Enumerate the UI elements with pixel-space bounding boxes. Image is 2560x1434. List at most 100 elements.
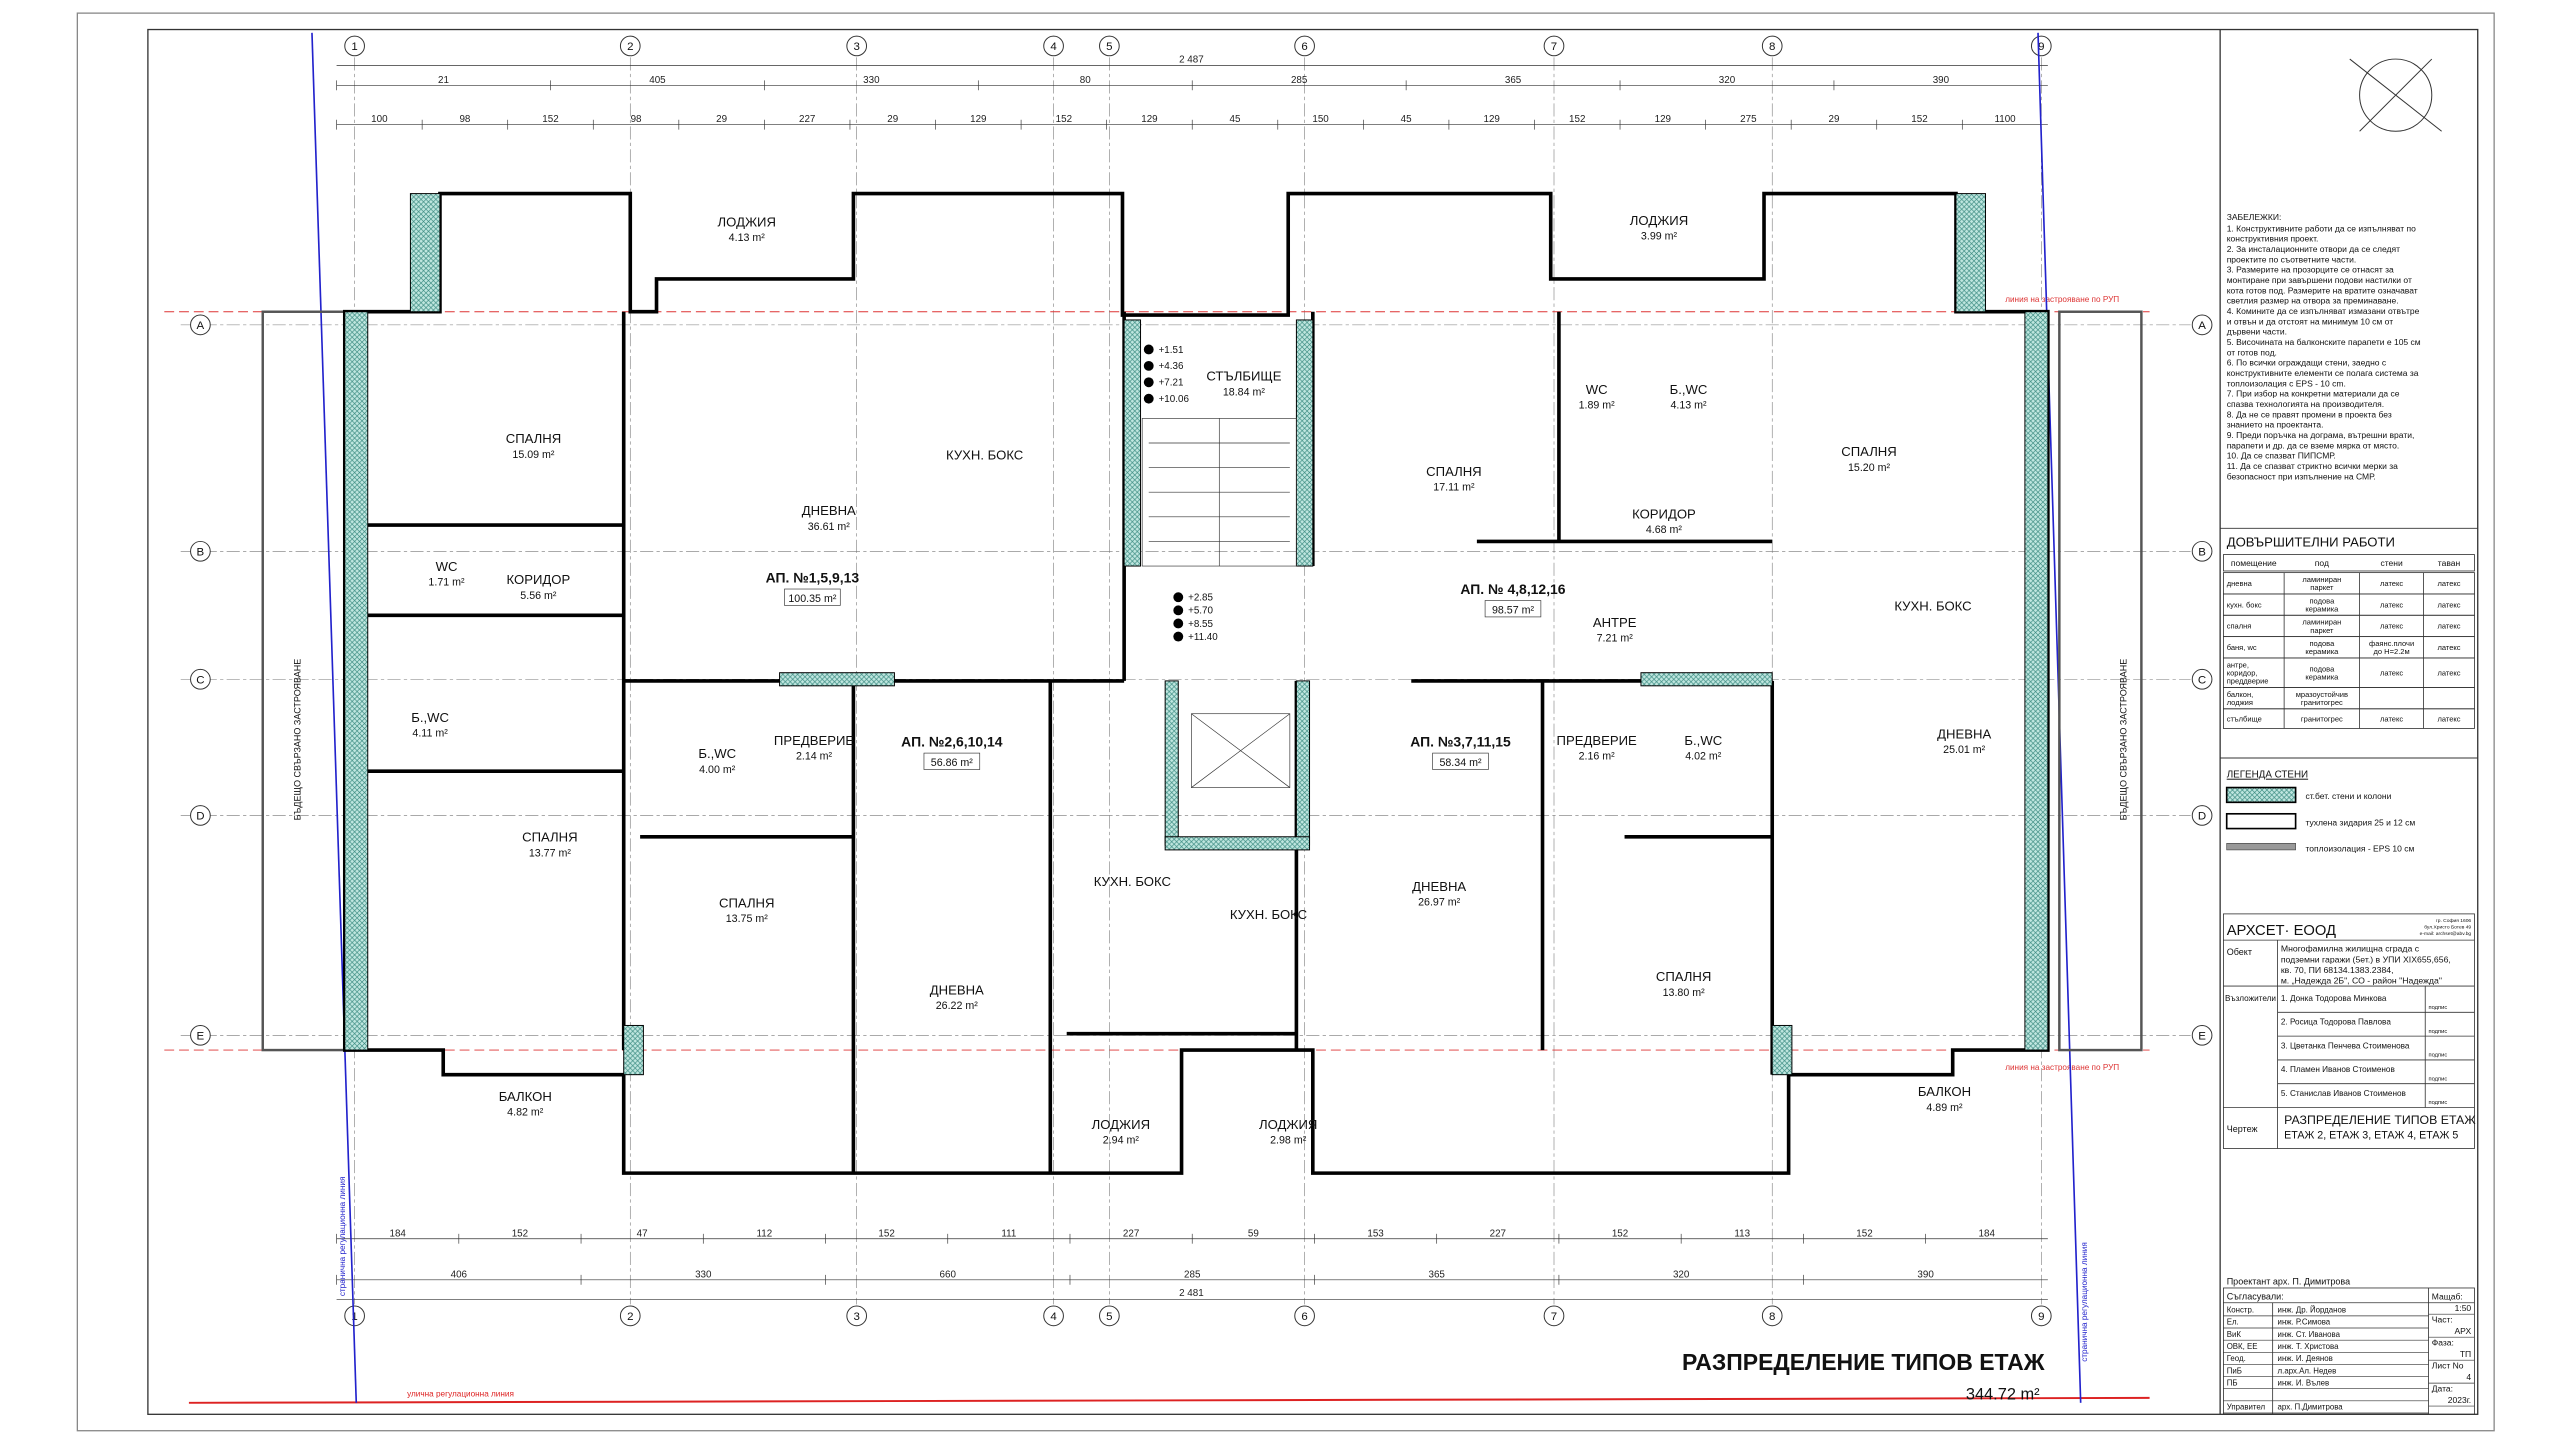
grid-bubble (846, 1305, 868, 1327)
level-mark: +7.21 (1159, 378, 1184, 389)
grid-bubble (2030, 1305, 2052, 1327)
finishes-header: стени (2380, 558, 2403, 568)
outer-frame (76, 12, 2495, 1432)
finishes-cell: стълбище (2227, 714, 2262, 723)
grid-bubble (1761, 1305, 1783, 1327)
legend-brick-swatch (2225, 812, 2297, 830)
finishes-header: под (2315, 558, 2329, 568)
grid-column-label: 1 (351, 1311, 357, 1323)
agreement-role: ВиК (2227, 1330, 2242, 1339)
dimension-value: 153 (1367, 1228, 1384, 1239)
agreement-role: ОВК, ЕЕ (2227, 1342, 2258, 1351)
grid-bubble (1043, 1305, 1064, 1327)
grid-column-label: 3 (853, 41, 859, 53)
grid-column-label: 7 (1551, 1311, 1557, 1323)
meta-label: Дата: (2432, 1383, 2453, 1393)
grid-row-label: E (197, 1030, 205, 1042)
dimension-value: 129 (1141, 114, 1157, 125)
signature-label: подпис (2429, 1100, 2448, 1106)
signature-label: подпис (2429, 1076, 2448, 1082)
room-name: КОРИДОР (507, 572, 571, 587)
dimension-value: 320 (1719, 75, 1736, 86)
room-area: 4.82 m² (507, 1107, 544, 1119)
room-area: 26.97 m² (1418, 897, 1461, 909)
street-line-label: улична регулационна линия (407, 1389, 514, 1398)
legend-insulation: топлоизолация - EPS 10 см (2305, 844, 2414, 854)
dimension-value: 112 (757, 1228, 773, 1239)
room-name: СТЪЛБИЩЕ (1206, 369, 1281, 384)
object-label: Обект (2227, 947, 2252, 957)
room-name: СПАЛНЯ (1656, 969, 1711, 984)
stair-levels: +1.51+4.36+7.21+10.06+2.85+5.70+8.55+11.… (1143, 344, 1218, 643)
dimension-value: 227 (1490, 1228, 1506, 1239)
room-name: КУХН. БОКС (1230, 907, 1307, 922)
agreement-name: инж. И. Деянов (2278, 1354, 2333, 1363)
agreement-role: Управител (2227, 1403, 2266, 1412)
dimension-value: 152 (542, 114, 558, 125)
grid-bubble (2191, 314, 2213, 336)
dimension-value: 184 (1979, 1228, 1996, 1239)
dimension-value: 152 (1056, 114, 1072, 125)
finishes-cell: латекс (2437, 668, 2460, 677)
room-name: ДНЕВНА (802, 503, 856, 518)
grid-column-label: 5 (1106, 41, 1112, 53)
room-area: 2.98 m² (1270, 1135, 1307, 1147)
room-area: 17.11 m² (1433, 482, 1475, 494)
finishes-header: помещение (2231, 558, 2277, 568)
apartment-area: 58.34 m² (1439, 757, 1482, 769)
grid-bubble (2030, 35, 2052, 57)
company-address: бул.Христо Ботев 49 (2424, 925, 2471, 931)
grid-row-label: D (2198, 811, 2206, 823)
agreement-name: инж. И. Вълев (2278, 1378, 2330, 1387)
apartment-name: АП. №1,5,9,13 (766, 569, 860, 585)
grid-bubble (190, 540, 211, 562)
note-item: 1. Конструктивните работи да се изпълняв… (2227, 223, 2416, 243)
room-area: 13.80 m² (1663, 987, 1706, 999)
grid-row-label: A (2198, 320, 2206, 332)
grid-bubble (1043, 35, 1064, 57)
build-line-label-bottom: линия на застрояване по РУП (2005, 1063, 2119, 1072)
room-area: 4.02 m² (1685, 751, 1722, 763)
room-area: 7.21 m² (1597, 633, 1634, 645)
grid-bubble (619, 35, 641, 57)
client-name: 5. Станислав Иванов Стоименов (2281, 1089, 2406, 1098)
neighbour-building-right (2058, 310, 2143, 1052)
room-name: КОРИДОР (1632, 506, 1696, 521)
dimension-value: 660 (940, 1269, 957, 1280)
grid-column-label: 6 (1301, 1311, 1307, 1323)
client-name: 1. Донка Тодорова Минкова (2281, 994, 2387, 1003)
side-label-right: БЪДЕЩО СВЪРЗАНО ЗАСТРОЯВАНЕ (2119, 659, 2129, 821)
grid-column-label: 5 (1106, 1311, 1112, 1323)
dimension-value: 406 (451, 1269, 468, 1280)
finishes-cell: кухн. бокс (2227, 600, 2262, 609)
room-name: БАЛКОН (1918, 1084, 1971, 1099)
grid-bubble (2191, 1024, 2213, 1046)
dimension-value: 152 (512, 1228, 528, 1239)
dimension-value: 152 (1911, 114, 1927, 125)
note-item: 3. Размерите на прозорците се отнасят за… (2227, 265, 2418, 306)
level-mark: +4.36 (1159, 361, 1184, 372)
client-name: 2. Росица Тодорова Павлова (2281, 1018, 2391, 1027)
note-item: 11. Да се спазват стриктно всички мерки … (2227, 461, 2398, 481)
dimension-value: 285 (1184, 1269, 1201, 1280)
finishes-cell: латекс (2380, 668, 2403, 677)
room-area: 4.00 m² (699, 764, 736, 776)
signature-label: подпис (2429, 1029, 2448, 1035)
finishes-cell: латекс (2380, 622, 2403, 631)
room-area: 4.13 m² (1670, 400, 1707, 412)
dimension-value: 330 (863, 75, 880, 86)
dimension-value: 1100 (1995, 114, 2017, 125)
room-name: ДНЕВНА (1937, 726, 1991, 741)
grid-bubble (344, 1305, 365, 1327)
finishes-title: ДОВЪРШИТЕЛНИ РАБОТИ (2227, 534, 2395, 549)
dimension-value: 45 (1401, 114, 1412, 125)
room-area: 4.11 m² (412, 728, 448, 740)
client-name: 4. Пламен Иванов Стоименов (2281, 1065, 2395, 1074)
dimension-value: 152 (1569, 114, 1585, 125)
